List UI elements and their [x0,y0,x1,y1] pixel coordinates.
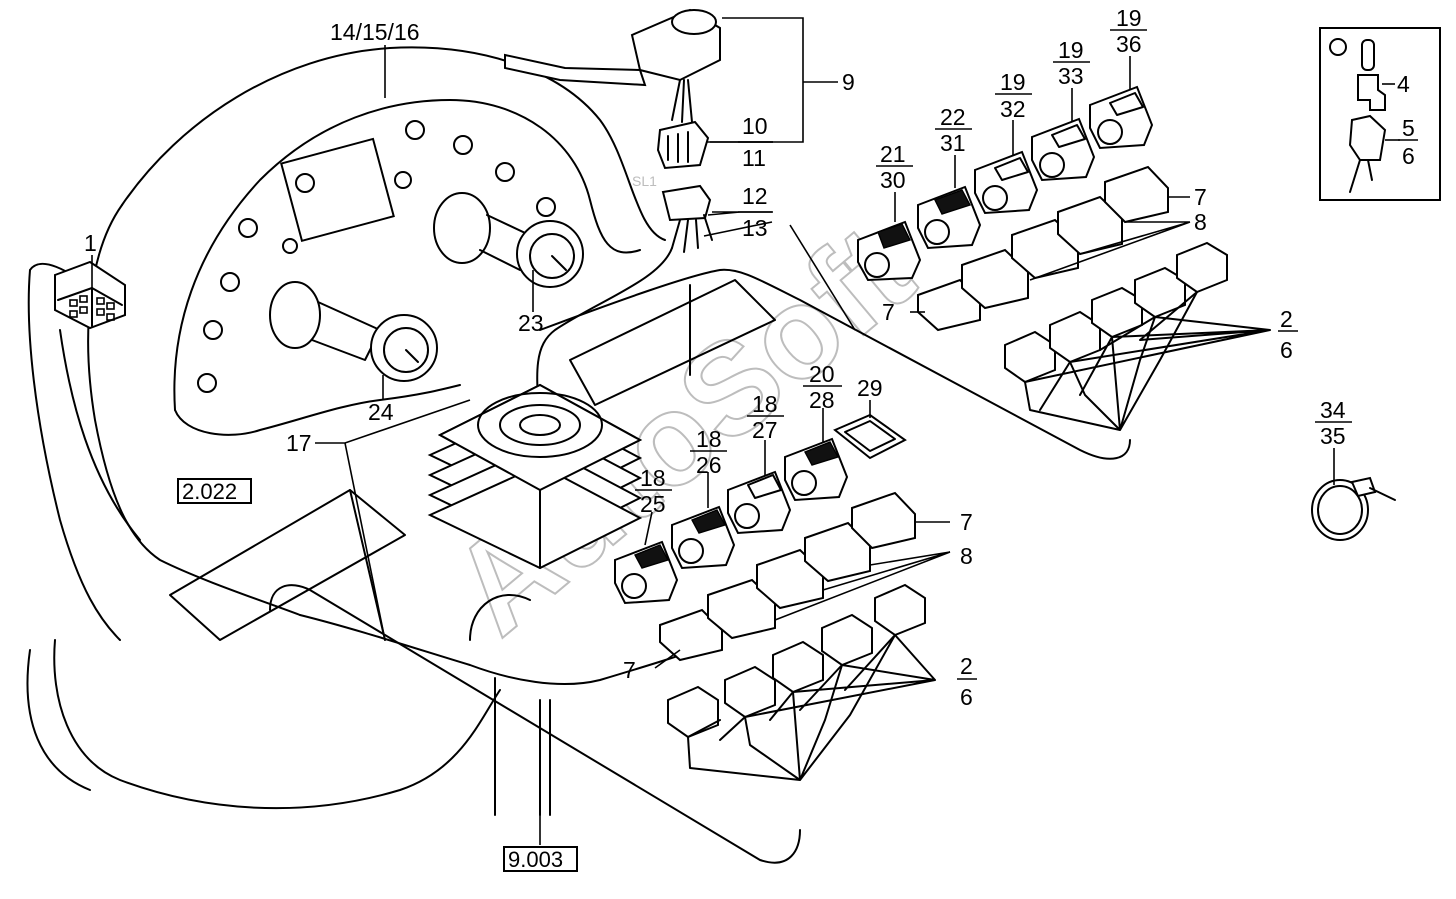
ref-bottom-label: 9.003 [508,847,563,872]
indicator-lamp-icon [405,120,425,140]
callout-13: 13 [742,215,768,241]
callout-28: 28 [809,387,835,413]
callout-9: 9 [842,69,855,95]
gauge-icon [370,314,438,382]
cab-outline [26,46,1131,864]
callout-20: 20 [809,361,835,387]
callout-34: 34 [1320,397,1346,423]
callout-6-lower: 6 [960,684,973,710]
gauge-24 [269,281,438,382]
rocker-switch-18-27 [727,470,792,535]
callout-labels: 1 14/15/16 9 10 11 12 13 17 23 24 21 30 … [84,5,1415,710]
callout-33: 33 [1058,63,1084,89]
indicator-lamp-icon [238,218,258,238]
callout-8-upper: 8 [1194,209,1207,235]
blank-plate-29 [833,413,907,460]
callout-22: 22 [940,104,966,130]
callout-5: 5 [1402,115,1415,141]
callout-24: 24 [368,399,394,425]
lever-icon [504,53,647,87]
hose-clamp [1311,476,1396,541]
switch-frames-upper [917,165,1169,332]
ref-box-bottom [503,846,578,872]
callout-30: 30 [880,167,906,193]
callout-27: 27 [752,417,778,443]
indicator-lamp-icon [282,238,298,254]
callout-18-c: 18 [640,465,666,491]
lower-switch-group [614,413,936,781]
rocker-switch-19-33 [1031,117,1096,182]
callout-31: 31 [940,130,966,156]
rocker-switch-18-25 [614,540,679,605]
watermark-tag: SL1 [632,173,657,189]
callout-29: 29 [857,375,883,401]
rocker-switch-18-26 [671,505,736,570]
callout-11: 11 [742,145,766,171]
switch-frames-lower [659,491,916,662]
callout-6-upper: 6 [1280,337,1293,363]
gear-lever-boot [427,383,643,570]
callout-12: 12 [742,183,768,209]
indicator-lamp-icon [495,162,515,182]
rocker-switch-19-36 [1089,85,1154,150]
callout-19-c: 19 [1116,5,1142,31]
gear-icon [295,173,315,193]
connector-12-13 [536,184,713,421]
callout-17: 17 [286,430,312,456]
callout-36: 36 [1116,31,1142,57]
callout-7-lower-right: 7 [960,509,973,535]
inset-box [1319,27,1441,201]
indicator-lamp-icon [453,135,473,155]
indicator-lamp-icon [203,320,223,340]
callout-10: 10 [742,113,768,139]
callout-6-inset: 6 [1402,143,1415,169]
callout-23: 23 [518,310,544,336]
callout-14-15-16: 14/15/16 [330,19,420,45]
ref-box-left [177,478,252,504]
callout-4: 4 [1397,71,1410,97]
indicator-lamp-icon [394,171,412,189]
upper-switch-group [857,85,1271,431]
gauge-23 [433,192,584,288]
callout-35: 35 [1320,423,1346,449]
callout-7-upper-left: 7 [882,299,895,325]
callout-19-a: 19 [1000,69,1026,95]
callout-1: 1 [84,230,97,256]
rocker-switch-21-30 [857,220,922,282]
indicator-lamp-icon [536,197,556,217]
callout-19-b: 19 [1058,37,1084,63]
callout-21: 21 [880,141,906,167]
callout-25: 25 [640,491,666,517]
callout-2-lower: 2 [960,653,973,679]
callout-2-upper: 2 [1280,306,1293,332]
stalk-switch [504,8,721,123]
callout-26: 26 [696,452,722,478]
indicator-lamp-icon [197,373,217,393]
callout-8-lower: 8 [960,543,973,569]
rocker-switch-20-28 [784,437,849,502]
callout-18-b: 18 [696,426,722,452]
indicator-lamp-icon [220,272,240,292]
rocker-switch-22-31 [917,185,982,250]
dash-indicators [197,120,556,393]
connector-1 [54,260,126,330]
reference-boxes: 2.022 9.003 [177,478,578,872]
callout-7-lower-left: 7 [623,657,636,683]
connector-10-11 [656,120,710,170]
callout-7-upper-right: 7 [1194,184,1207,210]
connector-blocks-lower [667,583,936,781]
callout-18-a: 18 [752,391,778,417]
rocker-switch-19-32 [974,150,1039,215]
callout-32: 32 [1000,96,1026,122]
display-screen [280,137,395,243]
ref-left-label: 2.022 [182,479,237,504]
fraction-bars [635,29,1418,680]
connector-blocks-upper [1004,241,1271,431]
